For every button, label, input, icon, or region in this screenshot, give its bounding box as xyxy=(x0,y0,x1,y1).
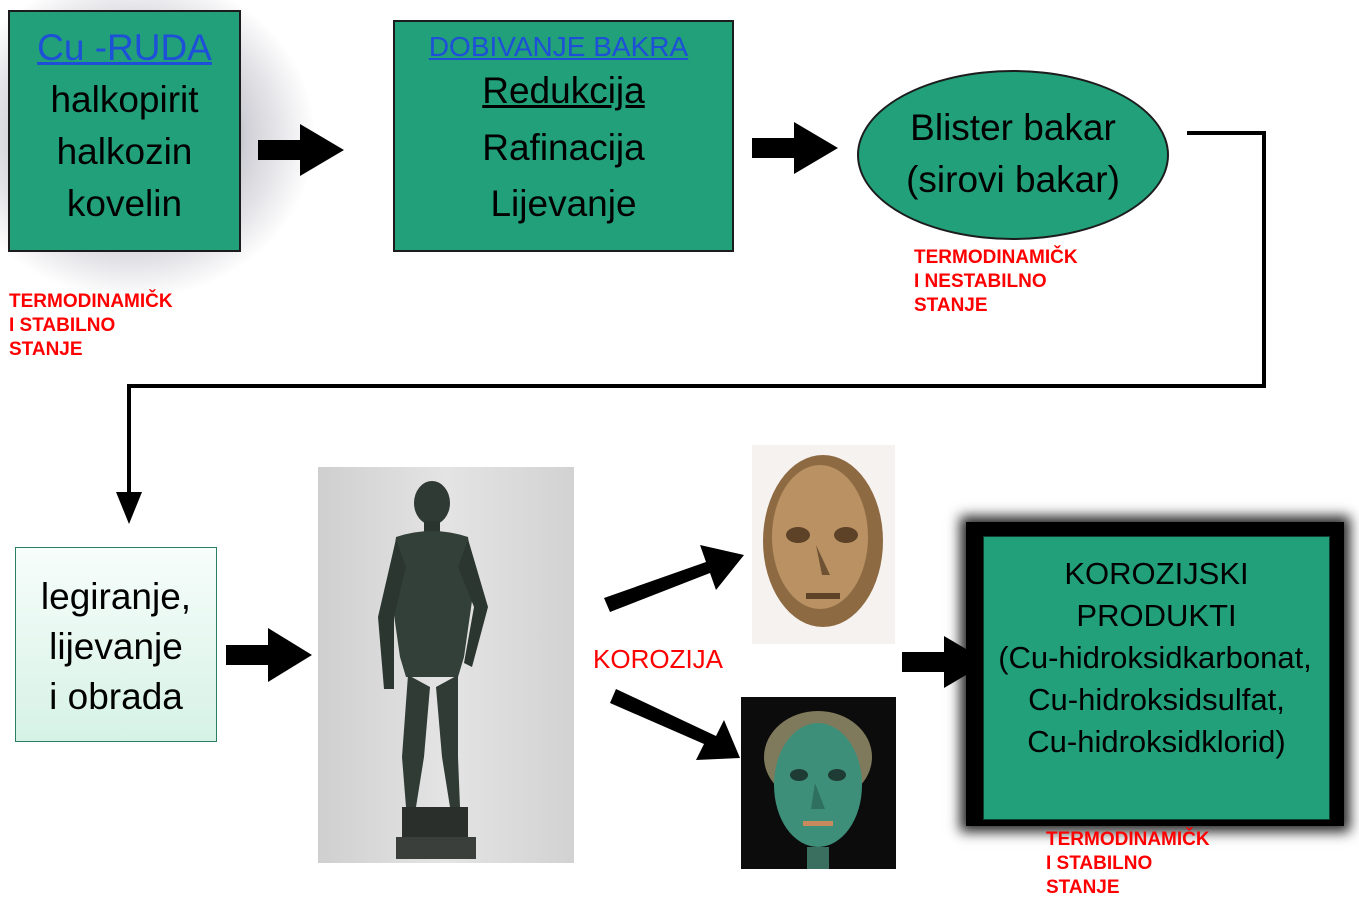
process-step: Lijevanje xyxy=(490,183,637,224)
state-line: STANJE xyxy=(1046,877,1120,898)
process-step-reduction: Redukcija xyxy=(482,70,645,111)
state-line: I NESTABILNO xyxy=(914,271,1047,292)
process-box: DOBIVANJE BAKRA Redukcija Rafinacija Lij… xyxy=(393,20,734,252)
blister-line: (sirovi bakar) xyxy=(906,159,1120,200)
ore-title-link[interactable]: Cu -RUDA xyxy=(37,27,212,68)
alloy-line: legiranje, xyxy=(40,576,192,617)
arrow-ore-to-process xyxy=(258,124,344,176)
corroded-head-image xyxy=(752,445,895,644)
bronze-statue-image xyxy=(318,467,574,863)
products-line: Cu-hidroksidsulfat, xyxy=(1028,682,1285,717)
state-line: I STABILNO xyxy=(1046,853,1153,874)
arrow-corrosion-up xyxy=(604,545,744,612)
ore-line: halkopirit xyxy=(50,79,199,120)
arrow-to-products xyxy=(902,636,988,688)
alloy-line: i obrada xyxy=(49,676,183,717)
connector-blister-to-alloy xyxy=(127,131,1266,495)
ore-box: Cu -RUDA halkopirit halkozin kovelin xyxy=(8,10,241,252)
ore-line: halkozin xyxy=(56,131,193,172)
products-line: PRODUKTI xyxy=(1076,598,1237,633)
corrosion-label: KOROZIJA xyxy=(593,644,724,674)
products-state-label: TERMODINAMIČK I STABILNO STANJE xyxy=(1046,828,1210,900)
connector-arrowhead xyxy=(116,492,142,524)
state-line: TERMODINAMIČK xyxy=(1046,829,1210,850)
arrow-alloy-to-statue xyxy=(226,628,312,682)
products-line: KOROZIJSKI xyxy=(1064,556,1249,591)
products-line: Cu-hidroksidklorid) xyxy=(1027,724,1286,759)
state-line: TERMODINAMIČK xyxy=(914,247,1078,268)
corrosion-products-box: KOROZIJSKI PRODUKTI (Cu-hidroksidkarbona… xyxy=(983,536,1330,820)
arrow-corrosion-down xyxy=(610,689,740,760)
blister-ellipse: Blister bakar (sirovi bakar) xyxy=(857,70,1169,240)
alloy-line: lijevanje xyxy=(49,626,183,667)
alloy-box: legiranje, lijevanje i obrada xyxy=(15,547,217,742)
state-line: STANJE xyxy=(914,295,988,316)
process-title-link[interactable]: DOBIVANJE BAKRA xyxy=(428,31,689,62)
state-line: I STABILNO xyxy=(9,315,116,336)
blister-line: Blister bakar xyxy=(910,107,1116,148)
products-line: (Cu-hidroksidkarbonat, xyxy=(998,640,1312,675)
state-line: STANJE xyxy=(9,339,83,360)
state-line: TERMODINAMIČK xyxy=(9,291,173,312)
patina-head-image xyxy=(741,697,896,869)
process-step: Rafinacija xyxy=(482,127,645,168)
ore-state-label: TERMODINAMIČK I STABILNO STANJE xyxy=(9,290,173,362)
ore-line: kovelin xyxy=(66,183,183,224)
arrow-process-to-blister xyxy=(752,122,838,174)
blister-state-label: TERMODINAMIČK I NESTABILNO STANJE xyxy=(914,246,1078,318)
